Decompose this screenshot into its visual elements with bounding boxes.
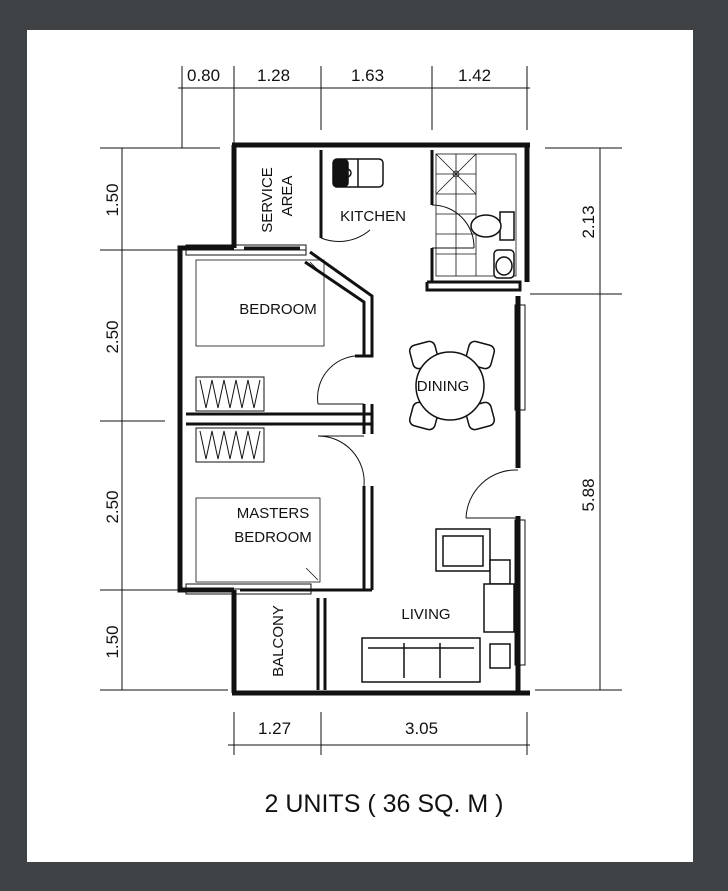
label-bedroom: BEDROOM xyxy=(239,301,317,318)
dim-right-1: 2.13 xyxy=(579,205,598,238)
dim-top-3: 1.63 xyxy=(351,66,384,85)
dim-top-2: 1.28 xyxy=(257,66,290,85)
label-service-area-1: SERVICE xyxy=(259,167,276,233)
dim-right-2: 5.88 xyxy=(579,478,598,511)
label-dining: DINING xyxy=(417,378,470,395)
label-living: LIVING xyxy=(401,606,450,623)
dim-bottom-1: 1.27 xyxy=(258,719,291,738)
label-masters-2: BEDROOM xyxy=(234,529,312,546)
dim-left-2: 2.50 xyxy=(103,320,122,353)
dim-top-1: 0.80 xyxy=(187,66,220,85)
label-service-area-2: AREA xyxy=(279,176,296,217)
dim-left-1: 1.50 xyxy=(103,183,122,216)
dim-bottom-2: 3.05 xyxy=(405,719,438,738)
label-masters-1: MASTERS xyxy=(237,505,310,522)
label-balcony: BALCONY xyxy=(270,605,287,677)
plan-caption: 2 UNITS ( 36 SQ. M ) xyxy=(265,790,504,818)
label-kitchen: KITCHEN xyxy=(340,208,406,225)
dim-left-4: 1.50 xyxy=(103,625,122,658)
dim-left-3: 2.50 xyxy=(103,490,122,523)
drawing-sheet xyxy=(27,30,693,862)
dim-top-4: 1.42 xyxy=(458,66,491,85)
